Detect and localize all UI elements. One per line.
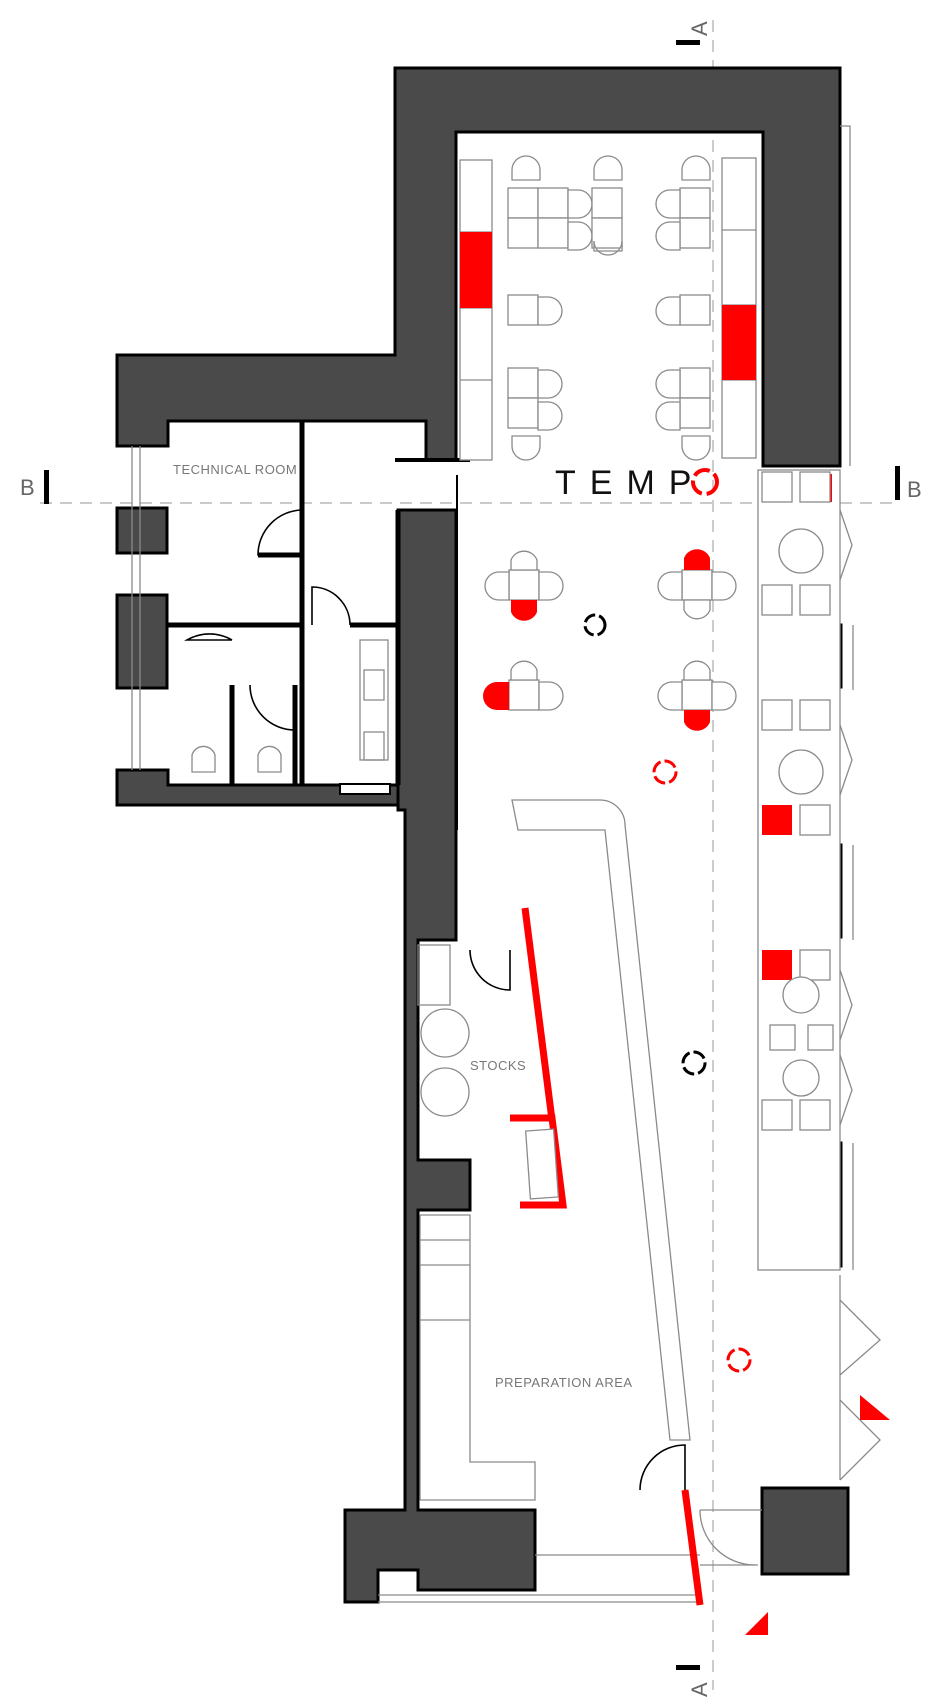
preparation-area-label: PREPARATION AREA [495,1375,633,1390]
red-ring-marker [726,1347,752,1373]
section-b-left-marker [44,470,49,504]
red-ring-marker [652,759,678,785]
section-a-top-label: A [687,21,712,36]
logo-o-ring [691,468,719,496]
section-a-top-marker [676,40,700,45]
section-b-left-label: B [20,475,35,500]
technical-room-label: TECHNICAL ROOM [173,462,297,477]
upper-dining-area [507,155,711,461]
bench-cushion-red-right [722,305,756,380]
red-entrance-line [681,1489,704,1606]
entrance-arrow-side [860,1395,890,1420]
left-lower-wall [343,508,537,1604]
pillar-left-1 [115,506,169,555]
bench-cushion-red-left [460,232,492,308]
chair-red [684,549,710,570]
booth-seating [681,471,834,1373]
logo-text: TEMP [555,464,705,502]
tempo-logo: TEMP [555,464,719,502]
toilets [191,639,389,773]
entrance-arrow-front [745,1612,768,1635]
column-marker [681,1050,707,1076]
red-counter-line [521,907,556,1121]
section-b-right-label: B [907,477,922,502]
stocks-room [417,944,470,1117]
pillar-entrance [760,1486,850,1576]
glazing [131,125,881,1603]
bar-counter [510,799,704,1606]
chair-red [511,600,537,621]
chair-red [483,682,509,710]
stocks-label: STOCKS [470,1058,526,1073]
section-a-bottom-marker [676,1665,700,1670]
pillar-left-2 [115,593,169,690]
section-b-right-marker [895,466,900,500]
preparation-area-fixtures [419,1214,536,1501]
column-marker [583,613,607,637]
doors [184,509,686,1491]
lower-dining-area [483,549,737,785]
section-a-bottom-label: A [687,1682,712,1697]
section-lines: A A B B [20,20,922,1697]
chair-red [684,710,710,731]
